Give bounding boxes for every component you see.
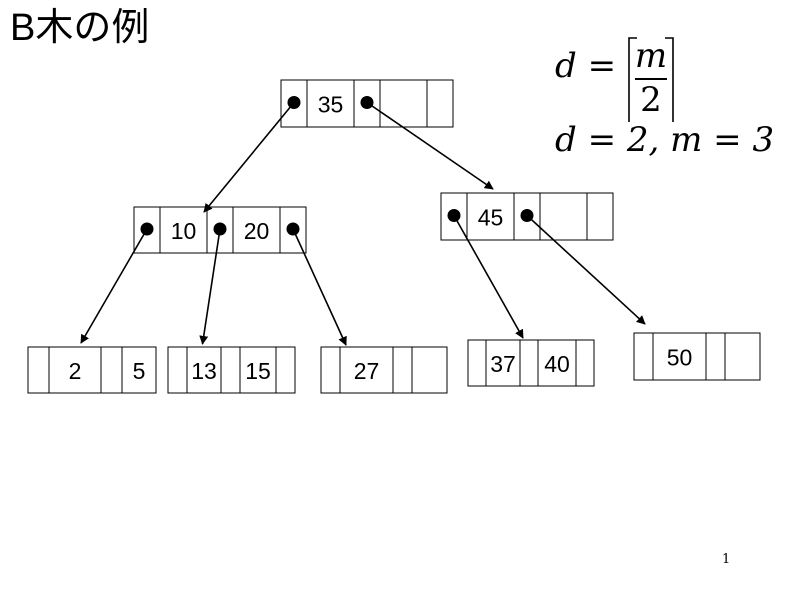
formula-line-2: d = 2, m = 3 <box>555 120 775 160</box>
ceiling-brackets <box>628 37 674 122</box>
pointer-dot <box>286 222 300 236</box>
node-key: 2 <box>69 358 82 384</box>
node-key: 50 <box>667 345 693 371</box>
edge-arrow <box>203 101 295 213</box>
node-box <box>167 346 296 394</box>
fraction-denominator: 2 <box>640 80 662 120</box>
node-key: 35 <box>318 92 344 118</box>
edge-arrow <box>526 214 646 325</box>
edge-arrow <box>366 101 494 190</box>
formula-equals: = <box>587 46 617 86</box>
node-box <box>467 339 595 387</box>
edge-arrow <box>292 228 347 346</box>
fraction-numerator: m <box>634 36 668 76</box>
btree-node: 27 <box>320 346 448 394</box>
ceiling-fraction: m 2 <box>625 36 677 122</box>
btree-node: 13 15 <box>167 346 296 394</box>
page-number: 1 <box>722 552 731 567</box>
node-key: 5 <box>133 358 146 384</box>
btree-node: 10 20 <box>133 206 307 254</box>
btree-node: 50 <box>633 332 761 381</box>
pointer-dot <box>213 222 227 236</box>
pointer-dot <box>447 209 461 222</box>
pointer-dot <box>287 96 301 109</box>
pointer-dot <box>520 209 534 222</box>
node-box <box>320 346 448 394</box>
node-key: 10 <box>171 218 197 244</box>
node-key: 40 <box>544 351 570 377</box>
btree-node: 37 40 <box>467 339 595 387</box>
node-box <box>633 332 761 381</box>
edge-arrow <box>80 228 148 344</box>
node-key: 37 <box>490 351 516 377</box>
edge-arrow <box>453 215 524 339</box>
formula-d: d <box>555 46 577 86</box>
node-key: 20 <box>244 218 270 244</box>
node-key: 13 <box>191 358 217 384</box>
pointer-dot <box>140 222 154 236</box>
fraction-bar <box>635 78 667 80</box>
node-key: 15 <box>245 358 271 384</box>
node-key: 27 <box>354 358 380 384</box>
edge-arrow <box>199 228 221 345</box>
pointer-dot <box>360 96 374 109</box>
formula: d = m 2 d = 2, m = 3 <box>555 28 795 168</box>
page-title: B木の例 <box>10 7 150 49</box>
node-key: 45 <box>478 205 504 231</box>
